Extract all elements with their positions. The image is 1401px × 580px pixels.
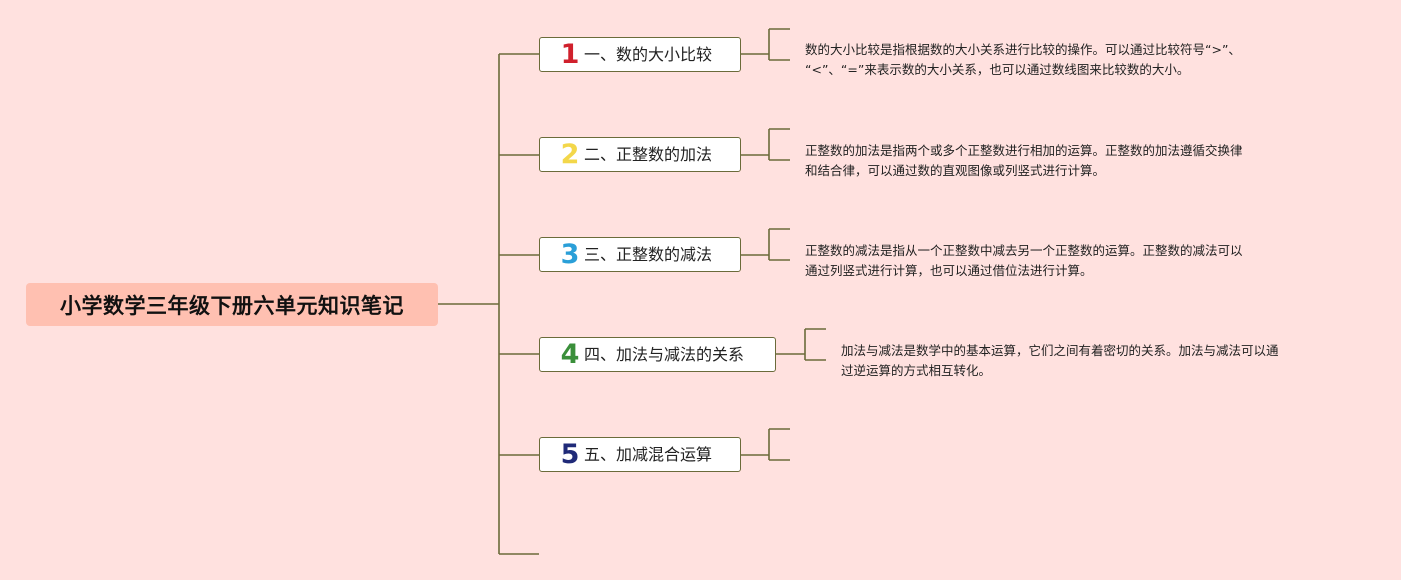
description-line: 正整数的减法是指从一个正整数中减去另一个正整数的运算。正整数的减法可以 (805, 243, 1243, 258)
description-line: 过逆运算的方式相互转化。 (841, 363, 992, 378)
topic-number: 4 (560, 339, 580, 370)
topic-description: 正整数的减法是指从一个正整数中减去另一个正整数的运算。正整数的减法可以 通过列竖… (805, 241, 1243, 281)
topic-addition-subtraction-relation[interactable]: 4 四、加法与减法的关系 (539, 337, 776, 372)
topic-integer-addition[interactable]: 2 二、正整数的加法 (539, 137, 741, 172)
topic-number: 5 (560, 439, 580, 470)
description-line: 通过列竖式进行计算，也可以通过借位法进行计算。 (805, 263, 1093, 278)
topic-number-comparison[interactable]: 1 一、数的大小比较 (539, 37, 741, 72)
topic-label: 三、正整数的减法 (584, 244, 713, 264)
topic-description: 加法与减法是数学中的基本运算，它们之间有着密切的关系。加法与减法可以通 过逆运算… (841, 341, 1279, 381)
topic-label: 五、加减混合运算 (584, 444, 713, 464)
topic-number: 2 (560, 139, 580, 170)
description-line: 和结合律，可以通过数的直观图像或列竖式进行计算。 (805, 163, 1106, 178)
topic-label: 四、加法与减法的关系 (584, 344, 745, 364)
description-line: 数的大小比较是指根据数的大小关系进行比较的操作。可以通过比较符号“>”、 (805, 42, 1241, 57)
topic-description: 数的大小比较是指根据数的大小关系进行比较的操作。可以通过比较符号“>”、 “<”… (805, 40, 1241, 80)
central-topic-title: 小学数学三年级下册六单元知识笔记 (60, 293, 404, 318)
topic-mixed-operations[interactable]: 5 五、加减混合运算 (539, 437, 741, 472)
description-line: “<”、“=”来表示数的大小关系，也可以通过数线图来比较数的大小。 (805, 62, 1190, 77)
central-topic[interactable]: 小学数学三年级下册六单元知识笔记 (26, 283, 438, 326)
topic-label: 一、数的大小比较 (584, 44, 713, 64)
topic-number: 1 (560, 39, 580, 70)
topic-description: 正整数的加法是指两个或多个正整数进行相加的运算。正整数的加法遵循交换律 和结合律… (805, 141, 1243, 181)
topic-label: 二、正整数的加法 (584, 144, 713, 164)
description-line: 正整数的加法是指两个或多个正整数进行相加的运算。正整数的加法遵循交换律 (805, 143, 1243, 158)
topic-number: 3 (560, 239, 580, 270)
description-line: 加法与减法是数学中的基本运算，它们之间有着密切的关系。加法与减法可以通 (841, 343, 1279, 358)
topic-integer-subtraction[interactable]: 3 三、正整数的减法 (539, 237, 741, 272)
